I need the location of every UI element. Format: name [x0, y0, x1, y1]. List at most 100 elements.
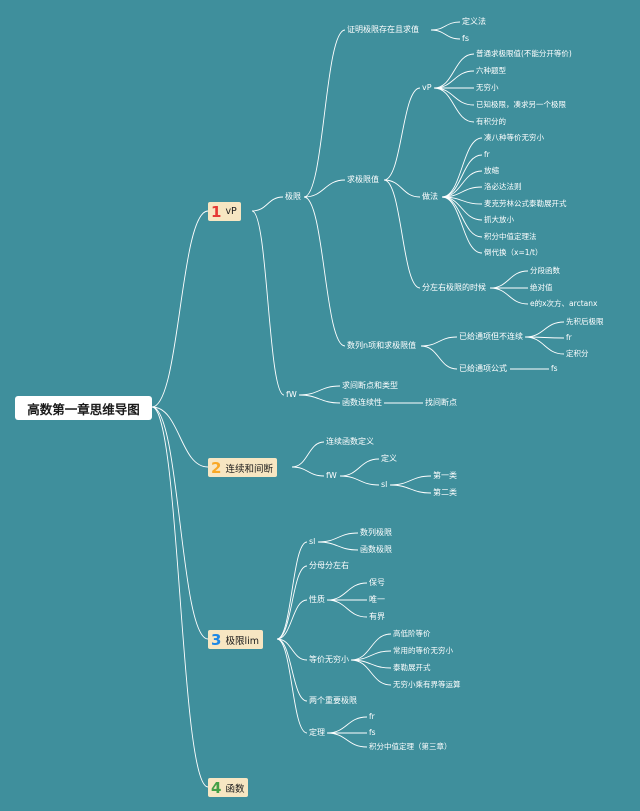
chapter-3-node: 3 极限lim [208, 630, 263, 649]
node-seq1b: fr [566, 333, 572, 342]
node-m2: fr [484, 150, 490, 159]
node-vp3: 无穷小 [476, 83, 499, 92]
connector-line [430, 29, 461, 40]
connector-line [433, 53, 475, 89]
node-inf: 等价无穷小 [309, 655, 349, 664]
node-seq1c: 定积分 [566, 349, 589, 358]
node-c2-sl: sl [381, 480, 388, 489]
node-seq1: 已给通项但不连续 [459, 332, 523, 341]
connector-line [298, 394, 341, 404]
node-c2-define: 定义 [381, 454, 397, 463]
chapter-2-node: 2 连续和间断 [208, 458, 277, 477]
node-vp2: 六种题型 [476, 66, 506, 75]
connector-line [326, 582, 368, 601]
node-prove-def: 定义法 [462, 17, 486, 26]
connector-line [389, 475, 432, 486]
connector-line [433, 70, 475, 89]
node-inf3: 泰勒展开式 [393, 663, 431, 672]
connector-line [441, 196, 483, 238]
node-lr1: 分段函数 [530, 266, 560, 275]
node-seq2: 已给通项公式 [459, 364, 507, 373]
connector-line [298, 385, 341, 396]
node-limit: 极限 [285, 192, 301, 201]
node-c3-func-limit: 函数极限 [360, 545, 392, 554]
node-inf1: 高低阶等价 [393, 629, 431, 638]
connector-line [276, 638, 308, 702]
chapter-2-label: 连续和间断 [225, 463, 273, 475]
connector-line [339, 475, 380, 486]
node-prove-fs: fs [462, 34, 469, 43]
chapter-2-number: 2 [211, 458, 222, 477]
node-seq1a: 先积后极限 [566, 317, 604, 326]
node-thm3: 积分中值定理（第三章） [369, 742, 452, 751]
node-c3-lr: 分母分左右 [309, 561, 349, 570]
node-vp5: 有积分的 [476, 117, 506, 126]
connector-line [276, 565, 308, 640]
connector-line [151, 406, 209, 640]
connector-line [524, 336, 565, 355]
node-m1: 凑八种等价无穷小 [484, 133, 544, 142]
connector-line [524, 321, 565, 338]
connector-line [339, 458, 380, 477]
node-fw1: 求间断点和类型 [342, 381, 398, 390]
connector-line [420, 345, 458, 370]
node-vp1: 普通求极限值(不能分开等价) [476, 49, 572, 58]
connector-line [303, 179, 346, 198]
node-c2-type1: 第一类 [433, 471, 457, 480]
node-vp4: 已知极限，凑求另一个极限 [476, 100, 566, 109]
node-thm1: fr [369, 712, 375, 721]
connector-line [420, 336, 458, 347]
connector-line [317, 541, 359, 551]
connector-line [251, 210, 285, 396]
node-m3: 放缩 [484, 166, 499, 175]
node-inf2: 常用的等价无穷小 [393, 646, 453, 655]
node-prop1: 保号 [369, 578, 385, 587]
connector-line [317, 532, 359, 543]
node-two: 两个重要极限 [309, 696, 357, 705]
connector-line [303, 29, 346, 198]
connector-line [389, 484, 432, 494]
node-inf4: 无穷小乘有界等运算 [393, 680, 461, 689]
connector-line [350, 650, 392, 661]
node-c3-seq-limit: 数列极限 [360, 528, 392, 537]
connector-line [441, 137, 483, 198]
chapter-1-node: 1 vP [208, 202, 241, 221]
connector-line [441, 186, 483, 198]
node-find: 求极限值 [347, 175, 379, 184]
node-c2-fw: fW [326, 471, 337, 480]
chapter-3-number: 3 [211, 630, 222, 649]
node-c2-def: 连续函数定义 [326, 437, 374, 446]
connector-line [350, 633, 392, 661]
connector-line [350, 659, 392, 686]
node-m5: 麦克劳林公式泰勒展开式 [484, 199, 567, 208]
connector-line [441, 154, 483, 198]
mindmap-root: 高数第一章思维导图 [15, 396, 152, 420]
node-c3-sl: sl [309, 537, 316, 546]
chapter-1-label: vP [225, 206, 237, 217]
node-vp: vP [422, 83, 432, 92]
connector-line [151, 210, 209, 408]
connector-line [489, 270, 529, 289]
connector-line [276, 541, 308, 640]
node-prop3: 有界 [369, 612, 385, 621]
connector-line [303, 196, 346, 347]
node-fw2a: 找间断点 [425, 398, 457, 407]
chapter-1-number: 1 [211, 202, 222, 221]
connector-line [430, 21, 461, 31]
node-method: 做法 [422, 192, 438, 201]
node-fw: fW [286, 390, 297, 399]
node-lr: 分左右极限的时候 [422, 283, 486, 292]
node-prop2: 唯一 [369, 595, 385, 604]
node-m8: 倒代换（x=1/t） [484, 248, 543, 257]
connector-line [151, 406, 209, 788]
node-m6: 抓大放小 [484, 215, 514, 224]
connector-line [441, 170, 483, 198]
chapter-4-label: 函数 [225, 783, 245, 795]
chapter-4-node: 4 函数 [208, 778, 249, 797]
node-fw2: 函数连续性 [342, 398, 382, 407]
connector-line [326, 716, 368, 734]
connector-line [291, 466, 325, 477]
connector-line [326, 732, 368, 748]
connector-line [383, 87, 421, 181]
